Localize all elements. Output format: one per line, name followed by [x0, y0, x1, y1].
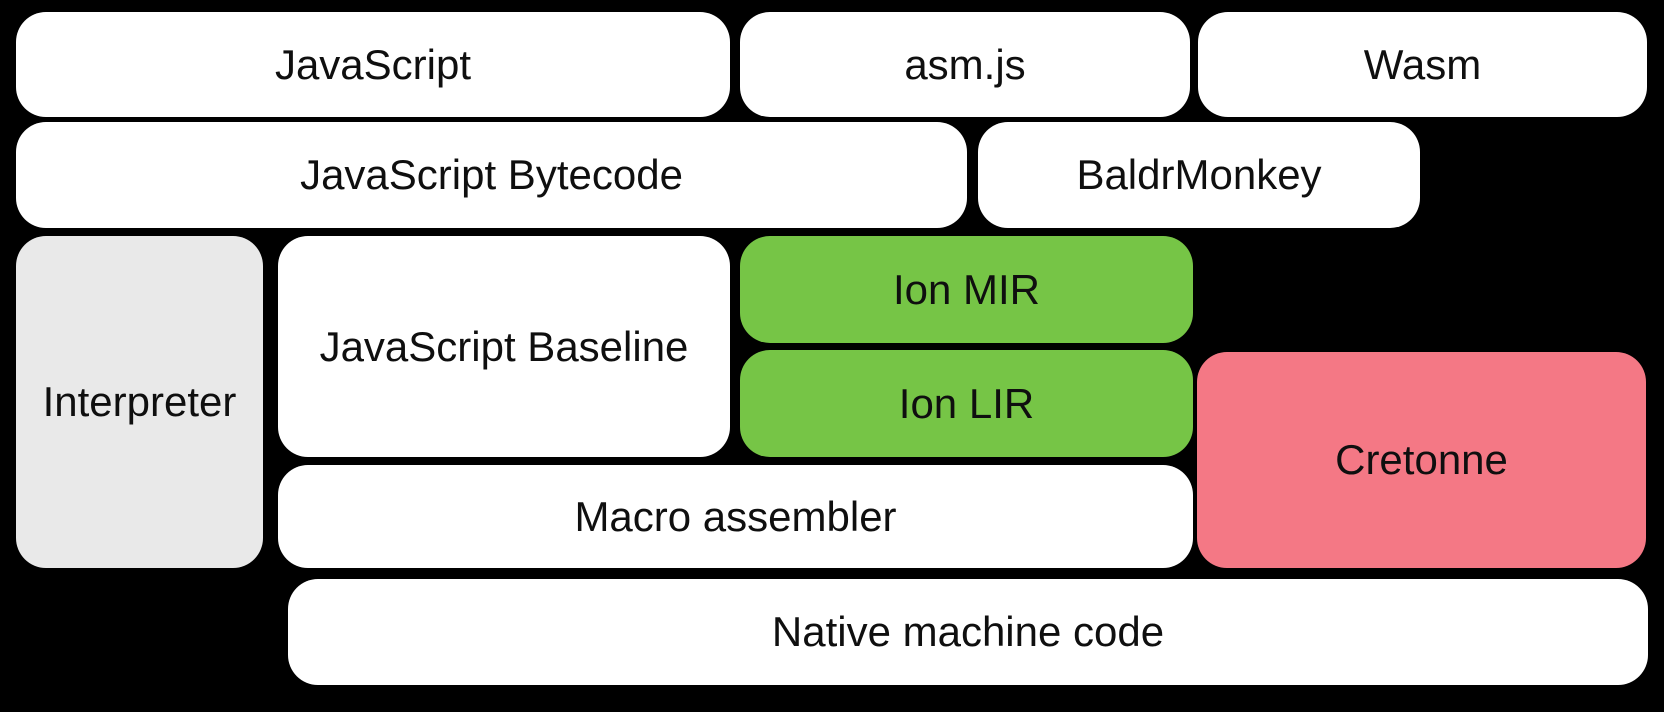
- node-cretonne-label: Cretonne: [1335, 436, 1508, 484]
- node-native-machine-code-label: Native machine code: [771, 608, 1165, 656]
- node-interpreter: Interpreter: [16, 236, 263, 568]
- node-interpreter-label: Interpreter: [42, 378, 237, 426]
- node-javascript: JavaScript: [16, 12, 730, 117]
- node-javascript-bytecode: JavaScript Bytecode: [16, 122, 967, 228]
- node-asmjs-label: asm.js: [904, 40, 1026, 88]
- node-ion-lir: Ion LIR: [740, 350, 1193, 457]
- node-cretonne: Cretonne: [1197, 352, 1646, 568]
- node-ion-mir: Ion MIR: [740, 236, 1193, 343]
- node-ion-mir-label: Ion MIR: [892, 265, 1041, 313]
- node-wasm: Wasm: [1198, 12, 1647, 117]
- node-macro-assembler-label: Macro assembler: [574, 492, 897, 540]
- node-wasm-label: Wasm: [1363, 40, 1482, 88]
- node-macro-assembler: Macro assembler: [278, 465, 1193, 568]
- node-javascript-baseline: JavaScript Baseline: [278, 236, 730, 457]
- node-ion-lir-label: Ion LIR: [898, 379, 1035, 427]
- node-javascript-label: JavaScript: [274, 40, 472, 88]
- node-javascript-baseline-label: JavaScript Baseline: [319, 322, 689, 370]
- node-native-machine-code: Native machine code: [288, 579, 1648, 685]
- node-baldrmonkey-label: BaldrMonkey: [1076, 151, 1322, 199]
- node-asmjs: asm.js: [740, 12, 1190, 117]
- node-baldrmonkey: BaldrMonkey: [978, 122, 1420, 228]
- node-javascript-bytecode-label: JavaScript Bytecode: [300, 151, 683, 199]
